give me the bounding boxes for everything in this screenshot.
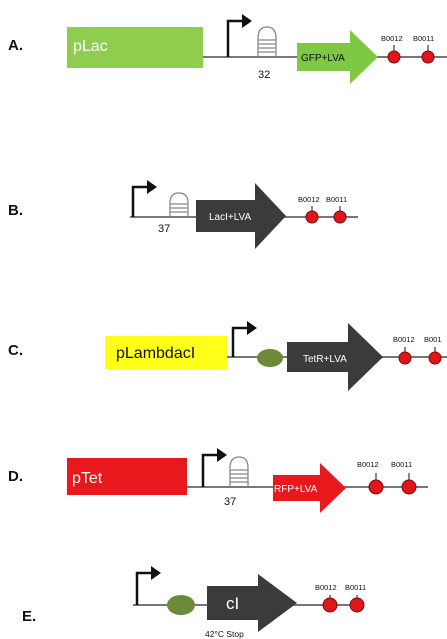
terminator-label: B0011: [391, 460, 412, 469]
panel-e: E. cI 42°C Stop B0012 B0011: [22, 566, 366, 639]
panel-b-label: B.: [8, 202, 23, 219]
panel-a-label: A.: [8, 37, 23, 54]
panel-d: D. pTet 37 RFP+LVA B0012 B0011: [8, 448, 428, 513]
bent-arrow-icon: [135, 566, 161, 605]
panel-e-label: E.: [22, 608, 36, 625]
red-ball-icon: [368, 479, 384, 495]
ptet-promoter-label: pTet: [72, 470, 103, 487]
rbs-label: 32: [258, 69, 270, 81]
ptet-promoter-box: [67, 458, 187, 495]
bent-arrow-icon: [226, 14, 252, 57]
terminator-label: B0012: [298, 195, 320, 204]
red-ball-icon: [421, 50, 435, 64]
terminator-label: B0012: [393, 335, 415, 344]
ci-gene-label: cI: [226, 594, 239, 613]
laci-gene-arrow: [196, 183, 286, 249]
bent-arrow-icon: [201, 448, 227, 487]
terminator-label: B0011: [345, 583, 366, 592]
hairpin-icon: [257, 26, 277, 57]
hairpin-icon: [229, 456, 249, 487]
bent-arrow-icon: [131, 180, 157, 217]
plambdaci-promoter-box: [105, 336, 227, 369]
terminator-label: B0012: [381, 34, 403, 43]
terminator-label: B0011: [413, 34, 434, 43]
tetr-gene-arrow: [287, 323, 383, 391]
red-ball-icon: [322, 597, 338, 613]
ci-gene-arrow: [207, 574, 297, 632]
green-oval-icon: [167, 595, 195, 615]
temperature-note: 42°C Stop: [205, 629, 244, 639]
panel-c-label: C.: [8, 342, 23, 359]
rfp-gene-label: RFP+LVA: [274, 484, 318, 495]
terminator-label: B0011: [326, 195, 347, 204]
gfp-gene-arrow: [297, 30, 378, 84]
red-ball-icon: [401, 479, 417, 495]
gfp-gene-label: GFP+LVA: [301, 53, 345, 64]
panel-c: C. pLambdacI TetR+LVA B0012 B001: [8, 321, 447, 391]
hairpin-icon: [169, 192, 189, 217]
rfp-gene-arrow: [273, 463, 346, 513]
plac-promoter-box: [67, 27, 203, 68]
laci-gene-label: LacI+LVA: [209, 212, 251, 223]
green-oval-icon: [257, 349, 283, 367]
terminator-label: B0012: [357, 460, 379, 469]
panel-b: B. 37 LacI+LVA B0012 B0011: [8, 180, 358, 249]
red-ball-icon: [398, 351, 412, 365]
rbs-label: 37: [224, 496, 236, 508]
terminator-label: B0012: [315, 583, 337, 592]
plac-promoter-label: pLac: [73, 38, 108, 55]
terminator-label: B001: [424, 335, 442, 344]
tetr-gene-label: TetR+LVA: [303, 354, 347, 365]
red-ball-icon: [333, 210, 347, 224]
red-ball-icon: [387, 50, 401, 64]
panel-a: A. pLac 32 GFP+LVA B0012 B0011: [8, 14, 447, 84]
plambdaci-promoter-label: pLambdacI: [116, 345, 195, 362]
bent-arrow-icon: [231, 321, 257, 357]
red-ball-icon: [428, 351, 442, 365]
red-ball-icon: [305, 210, 319, 224]
panel-d-label: D.: [8, 468, 23, 485]
red-ball-icon: [349, 597, 365, 613]
rbs-label: 37: [158, 223, 170, 235]
